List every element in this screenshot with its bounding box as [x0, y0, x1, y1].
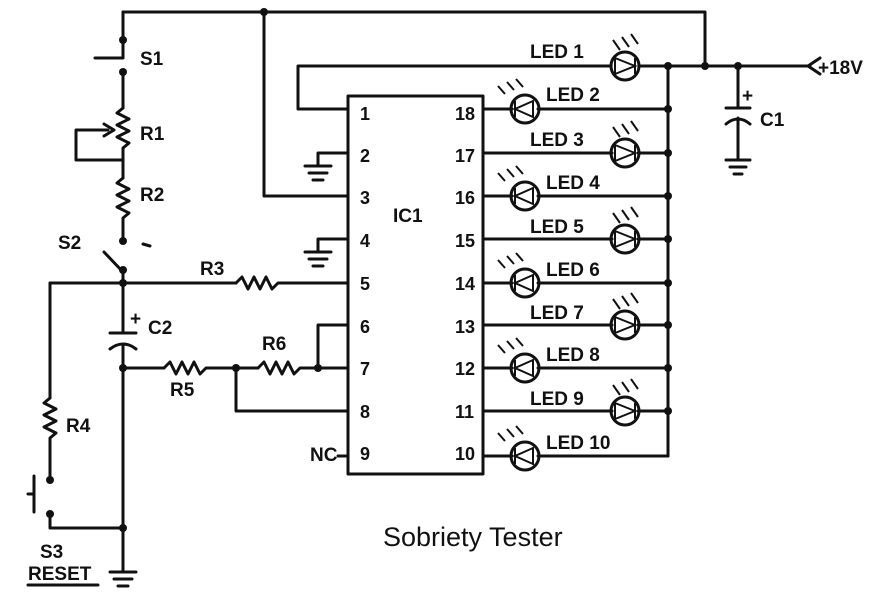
led8-label: LED 8: [546, 345, 600, 366]
r2-resistor: [115, 176, 131, 240]
led5-icon: [609, 223, 641, 255]
ic-pin-3: 3: [360, 188, 370, 208]
ic-pin-18: 18: [455, 104, 475, 124]
pin2-ground-icon: [303, 164, 333, 182]
c2-label: C2: [148, 318, 172, 339]
r6-label: R6: [262, 334, 286, 355]
r1-potentiometer: [115, 106, 131, 180]
c2-plus: +: [130, 309, 141, 330]
r4-label: R4: [66, 416, 91, 437]
r3-label: R3: [200, 259, 224, 280]
led1-icon: [609, 50, 641, 82]
ic-pin-12: 12: [455, 359, 475, 379]
r4-resistor: [42, 396, 58, 480]
ic-pin-14: 14: [455, 274, 475, 294]
ic1-body: [346, 94, 485, 476]
led9-icon: [609, 395, 641, 427]
c1-capacitor: [724, 64, 752, 162]
led2-icon: [509, 93, 541, 125]
diagram-title: Sobriety Tester: [383, 522, 563, 552]
wire-pin1: [296, 64, 612, 111]
c1-label: C1: [760, 110, 785, 131]
r6-resistor: [256, 360, 350, 376]
ic-pin-7: 7: [360, 359, 370, 379]
s2-label: S2: [58, 233, 81, 254]
wire-top-loop: [121, 10, 707, 68]
wire-pin3: [262, 10, 350, 198]
ic-pin-4: 4: [360, 231, 370, 251]
supply-arrow: [806, 56, 822, 76]
ic1-label: IC1: [393, 206, 423, 227]
supply-label: +18V: [818, 58, 863, 79]
reset-label: RESET: [28, 564, 92, 585]
ic-pin-6: 6: [360, 317, 370, 337]
ic-pin-13: 13: [455, 317, 475, 337]
led1-label: LED 1: [530, 42, 584, 63]
s3-label: S3: [40, 542, 63, 563]
s1-label: S1: [140, 49, 164, 70]
led3-label: LED 3: [530, 130, 584, 151]
ic-pin-5: 5: [360, 274, 370, 294]
led7-label: LED 7: [530, 303, 584, 324]
led4-label: LED 4: [546, 173, 600, 194]
led7-icon: [609, 309, 641, 341]
main-ground-icon: [108, 570, 138, 588]
c1-plus: +: [742, 86, 753, 107]
ic-pin-2: 2: [360, 146, 370, 166]
led10-label: LED 10: [546, 433, 610, 454]
led10-icon: [509, 440, 541, 472]
ic-pin-17: 17: [455, 146, 475, 166]
r3-resistor: [234, 275, 350, 291]
ic-pin-16: 16: [455, 188, 475, 208]
led5-label: LED 5: [530, 217, 584, 238]
r5-resistor: [162, 360, 260, 376]
s1-switch: [93, 10, 125, 110]
led9-label: LED 9: [530, 389, 584, 410]
c1-ground-icon: [724, 158, 752, 176]
ic-pin-8: 8: [360, 402, 370, 422]
led3-icon: [609, 137, 641, 169]
ic-pin-10: 10: [455, 444, 475, 464]
pin4-ground-icon: [303, 250, 333, 268]
led2-label: LED 2: [546, 85, 600, 106]
led6-label: LED 6: [546, 260, 600, 281]
ic-pin-1: 1: [360, 104, 370, 124]
s3-switch: [26, 474, 36, 514]
r2-label: R2: [140, 185, 164, 206]
led8-icon: [509, 352, 541, 384]
ic-pin-15: 15: [455, 231, 475, 251]
nc-label: NC: [310, 445, 338, 466]
led4-icon: [509, 180, 541, 212]
r5-label: R5: [170, 380, 195, 401]
r1-label: R1: [140, 124, 165, 145]
ic-pin-9: 9: [360, 444, 370, 464]
ic-pin-11: 11: [455, 402, 474, 422]
led6-icon: [509, 267, 541, 299]
c2-capacitor: [108, 281, 138, 530]
